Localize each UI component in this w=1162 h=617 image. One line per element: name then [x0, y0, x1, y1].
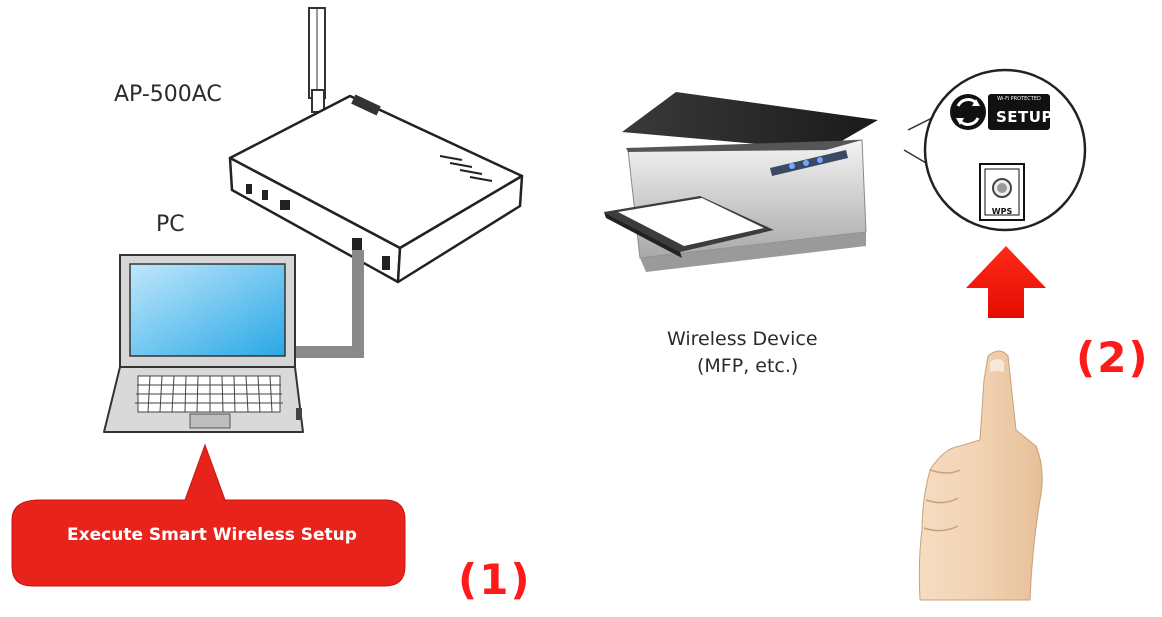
wps-badge	[923, 68, 1087, 232]
wps-small-text: Wi-Fi PROTECTED	[997, 96, 1041, 102]
device-label-line2: (MFP, etc.)	[697, 355, 799, 377]
pointing-hand-icon	[918, 350, 1043, 601]
device-label-line1: Wireless Device	[667, 328, 818, 350]
router-label: AP-500AC	[114, 82, 222, 107]
pc-label: PC	[156, 212, 185, 237]
step-2-label: (2)	[1076, 333, 1150, 382]
step-1-label: (1)	[458, 555, 532, 604]
wps-button-label: WPS	[991, 207, 1013, 216]
wps-logo-icon	[950, 94, 986, 130]
callout-bubble	[11, 443, 406, 587]
up-arrow-icon	[966, 246, 1046, 318]
printer-icon	[604, 92, 878, 272]
callout-text: Execute Smart Wireless Setup	[67, 525, 357, 545]
laptop-icon	[103, 254, 304, 433]
router-icon	[228, 7, 524, 284]
wps-button-icon	[979, 163, 1025, 221]
wps-setup-text: SETUP	[996, 108, 1053, 126]
